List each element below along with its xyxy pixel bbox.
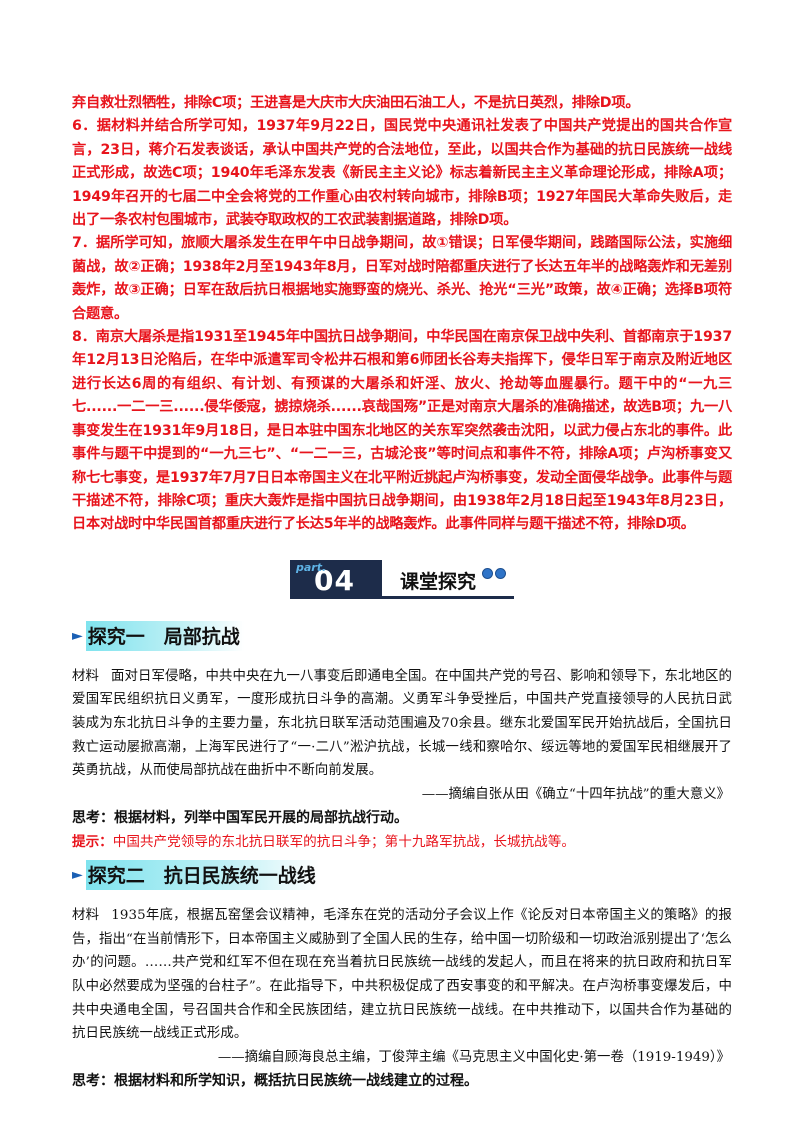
answer-block: 弃自救壮烈牺牲，排除C项；王进喜是大庆市大庆油田石油工人，不是抗日英烈，排除D项… bbox=[72, 92, 732, 537]
hint-label: 提示： bbox=[72, 834, 113, 851]
triangle-bullet-icon: ► bbox=[72, 627, 83, 644]
part-label: part. bbox=[295, 560, 327, 574]
hint-text: 提示：中国共产党领导的东北抗日联军的抗日斗争；第十九路军抗战，长城抗战等。 bbox=[72, 830, 732, 854]
think-question: 思考：根据材料，列举中国军民开展的局部抗战行动。 bbox=[72, 810, 408, 827]
hint-body: 中国共产党领导的东北抗日联军的抗日斗争；第十九路军抗战，长城抗战等。 bbox=[112, 834, 575, 851]
answer-paragraph: 弃自救壮烈牺牲，排除C项；王进喜是大庆市大庆油田石油工人，不是抗日英烈，排除D项… bbox=[72, 95, 640, 111]
section-title: 探究一 局部抗战 bbox=[85, 620, 244, 651]
material-body: 面对日军侵略，中共中央在九一八事变后即通电全国。在中国共产党的号召、影响和领导下… bbox=[72, 668, 732, 779]
answer-paragraph: 7．据所学可知，旅顺大屠杀发生在甲午中日战争期间，故①错误；日军侵华期间，践踏国… bbox=[72, 235, 732, 322]
part-header: part. 04 课堂探究 bbox=[289, 559, 514, 599]
page-content: 弃自救壮烈牺牲，排除C项；王进喜是大庆市大庆油田石油工人，不是抗日英烈，排除D项… bbox=[72, 92, 732, 1093]
decor-dots-icon bbox=[482, 568, 506, 580]
part-number: 04 bbox=[313, 563, 355, 597]
answer-paragraph: 8．南京大屠杀是指1931至1945年中国抗日战争期间，中华民国在南京保卫战中失… bbox=[72, 329, 732, 533]
material-source: ——摘编自顾海良总主编，丁俊萍主编《马克思主义中国化史·第一卷（1919-194… bbox=[217, 1049, 730, 1065]
triangle-bullet-icon: ► bbox=[72, 867, 83, 884]
part-number-box: part. 04 bbox=[289, 559, 382, 597]
material-text: 材料面对日军侵略，中共中央在九一八事变后即通电全国。在中国共产党的号召、影响和领… bbox=[72, 665, 732, 783]
part-banner: part. 04 课堂探究 bbox=[72, 559, 732, 599]
part-title: 课堂探究 bbox=[399, 571, 476, 594]
section-heading: ► 探究二 抗日民族统一战线 bbox=[72, 860, 732, 891]
material-source: ——摘编自张从田《确立“十四年抗战”的重大意义》 bbox=[421, 786, 730, 802]
section-heading: ► 探究一 局部抗战 bbox=[72, 620, 732, 651]
answer-paragraph: 6．据材料并结合所学可知，1937年9月22日，国民党中央通讯社发表了中国共产党… bbox=[72, 118, 732, 229]
part-title-wrap: 课堂探究 bbox=[382, 560, 514, 596]
material-lead: 材料 bbox=[72, 668, 99, 684]
think-question: 思考：根据材料和所学知识，概括抗日民族统一战线建立的过程。 bbox=[72, 1073, 478, 1090]
material-body: 1935年底，根据瓦窑堡会议精神，毛泽东在党的活动分子会议上作《论反对日本帝国主… bbox=[72, 908, 733, 1042]
section-explore-1: ► 探究一 局部抗战 材料面对日军侵略，中共中央在九一八事变后即通电全国。在中国… bbox=[72, 620, 732, 855]
section-title: 探究二 抗日民族统一战线 bbox=[85, 860, 320, 891]
material-lead: 材料 bbox=[72, 908, 100, 924]
